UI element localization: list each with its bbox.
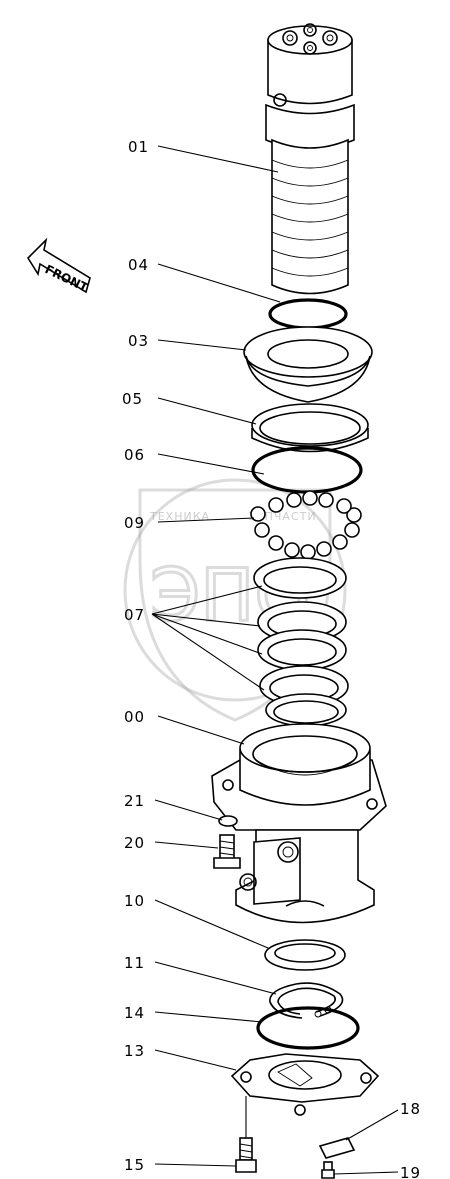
label-07: 07 (124, 606, 145, 624)
label-03: 03 (128, 332, 149, 350)
label-10: 10 (124, 892, 145, 910)
part-09-balls (250, 490, 362, 560)
label-00: 00 (124, 708, 145, 726)
part-03-retainer (243, 326, 373, 403)
part-06-oring (251, 446, 363, 494)
watermark-text-left: ТЕХНИКА (149, 510, 210, 523)
part-18-plate (318, 1137, 356, 1159)
label-18: 18 (400, 1100, 421, 1118)
part-20-bolt (213, 834, 241, 869)
part-15-bolt (235, 1137, 257, 1173)
label-06: 06 (124, 446, 145, 464)
label-05: 05 (122, 390, 143, 408)
label-04: 04 (128, 256, 149, 274)
label-19: 19 (400, 1164, 421, 1179)
part-10-ring (264, 939, 346, 971)
front-arrow-icon: FRONT (26, 237, 91, 295)
label-21: 21 (124, 792, 145, 810)
label-01: 01 (128, 138, 149, 156)
part-19-screw (321, 1161, 335, 1179)
part-00-body (211, 723, 387, 924)
label-15: 15 (124, 1156, 145, 1174)
label-09: 09 (124, 514, 145, 532)
label-14: 14 (124, 1004, 145, 1022)
part-05-seal (251, 403, 369, 453)
label-13: 13 (124, 1042, 145, 1060)
part-01-shaft (265, 23, 355, 295)
leader-lines (151, 145, 399, 1175)
part-07-rings (253, 557, 349, 727)
part-labels: 01 04 03 05 06 09 07 00 21 20 10 11 14 1… (122, 138, 421, 1179)
part-13-cover (230, 1053, 380, 1116)
part-14-oring (256, 1006, 360, 1050)
part-21-washer (218, 815, 238, 827)
label-11: 11 (124, 954, 145, 972)
label-20: 20 (124, 834, 145, 852)
part-04-oring (268, 298, 348, 330)
